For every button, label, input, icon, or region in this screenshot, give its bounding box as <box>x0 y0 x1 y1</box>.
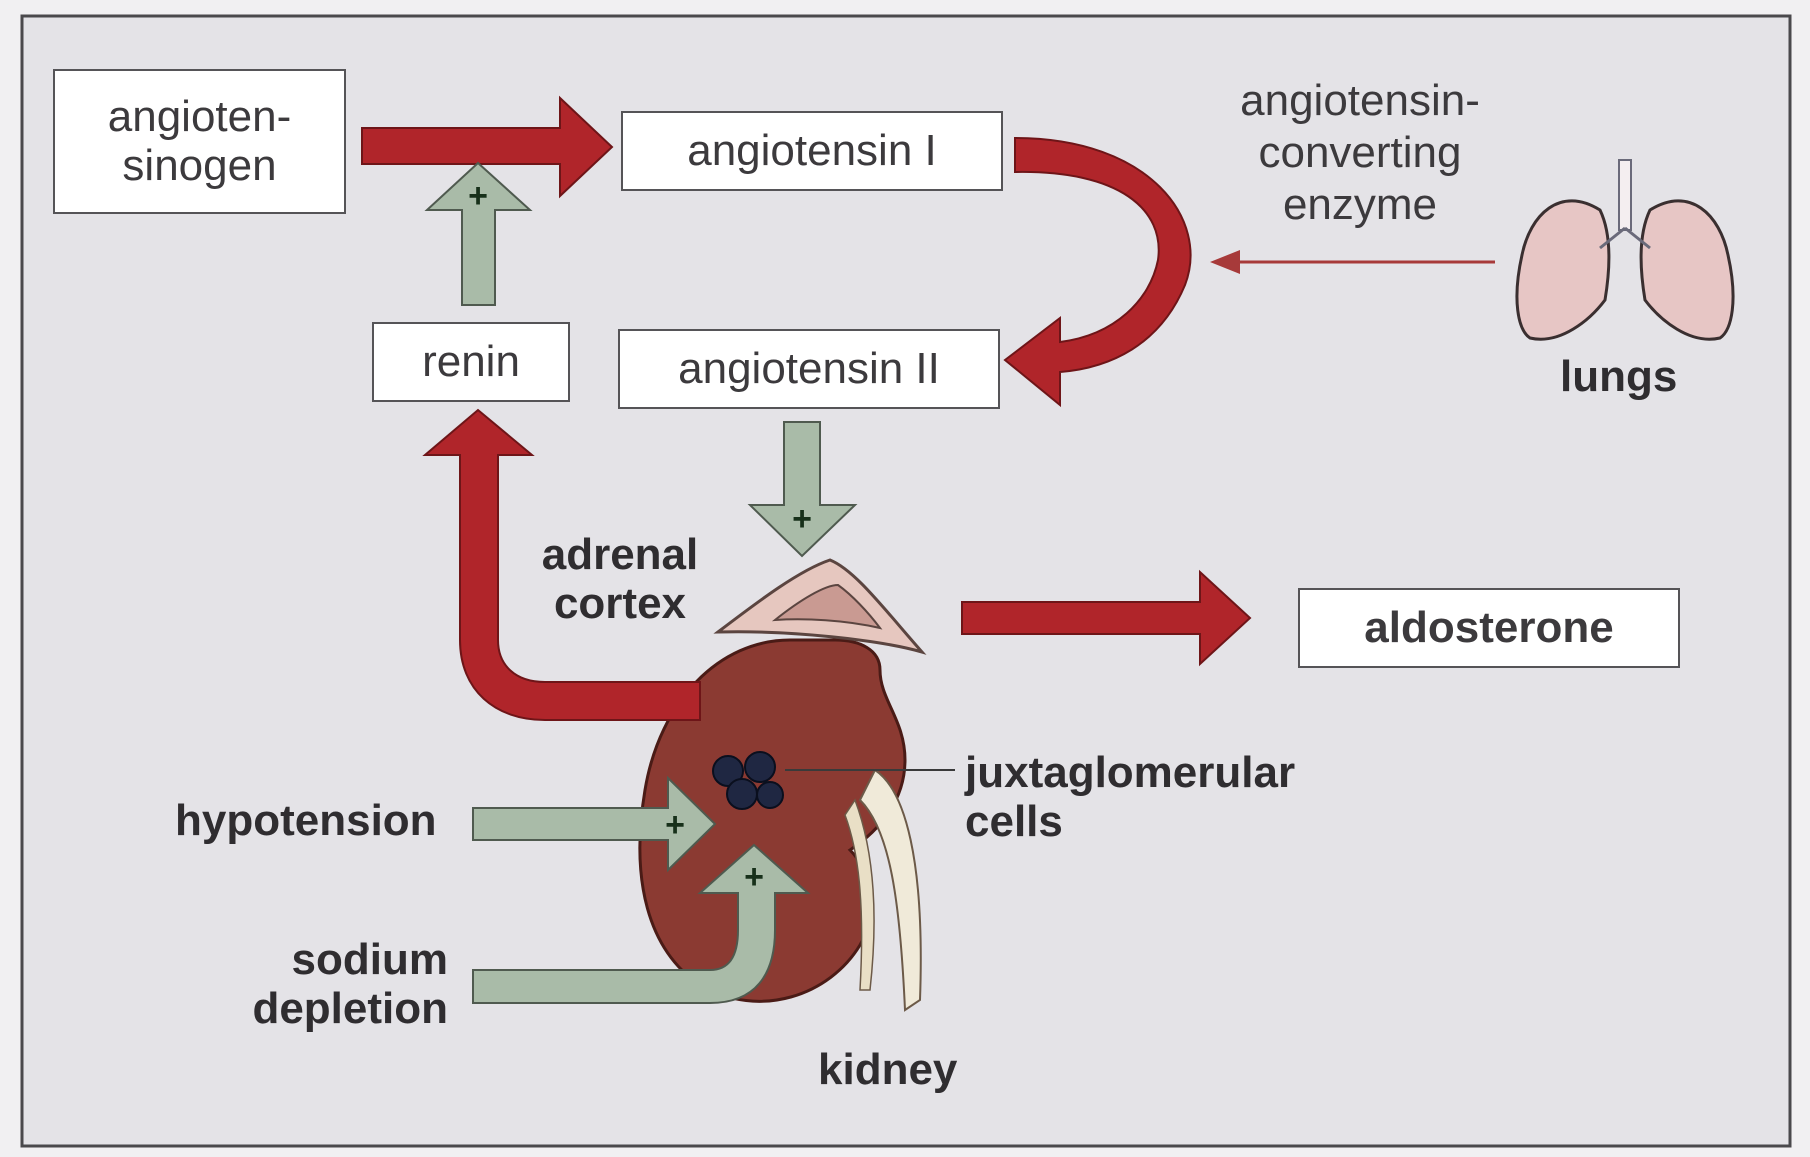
plus-sign: + <box>665 806 685 844</box>
angiotensinogen-box: angioten- sinogen <box>53 69 346 214</box>
angiotensin-2-box: angiotensin II <box>618 329 1000 409</box>
aldosterone-box: aldosterone <box>1298 588 1680 668</box>
plus-sign: + <box>744 858 764 896</box>
kidney-label: kidney <box>818 1045 957 1094</box>
sodium-depletion-label: sodium depletion <box>230 935 448 1034</box>
renin-box: renin <box>372 322 570 402</box>
trachea <box>1619 160 1631 230</box>
ace-label: angiotensin- converting enzyme <box>1215 75 1505 231</box>
plus-sign: + <box>792 500 812 538</box>
plus-sign: + <box>468 177 488 215</box>
hypotension-label: hypotension <box>175 796 437 845</box>
juxtaglomerular-cells-label: juxtaglomerular cells <box>965 748 1295 847</box>
lungs-label: lungs <box>1560 352 1677 401</box>
adrenal-cortex-label: adrenal cortex <box>530 530 710 629</box>
angiotensin-1-box: angiotensin I <box>621 111 1003 191</box>
